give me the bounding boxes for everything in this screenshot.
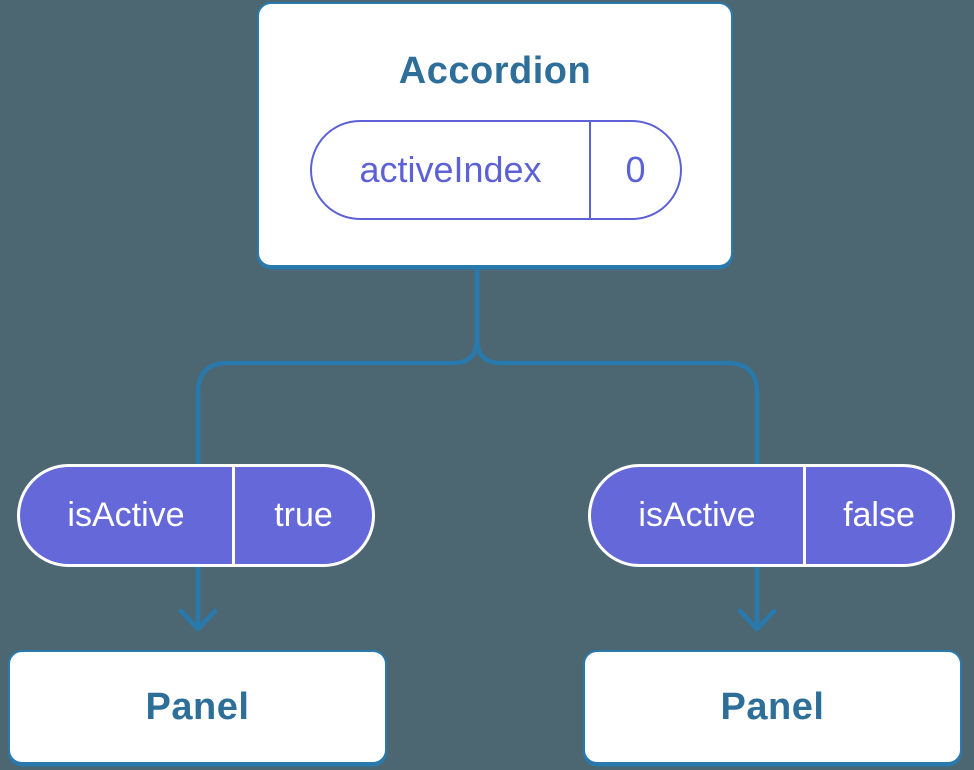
state-name: activeIndex [359, 149, 542, 190]
panel-node-left: Panel [8, 650, 387, 764]
panel-label: Panel [720, 685, 825, 728]
state-value: 0 [589, 122, 680, 218]
prop-value: true [232, 467, 372, 564]
prop-name: isActive [638, 496, 756, 534]
prop-name: isActive [67, 496, 185, 534]
accordion-node: Accordion activeIndex 0 [257, 2, 733, 267]
prop-value: false [803, 467, 952, 564]
panel-node-right: Panel [583, 650, 962, 764]
state-pill: activeIndex 0 [310, 120, 682, 220]
arrow-down-icon [178, 608, 218, 632]
prop-pill-left: isActive true [17, 464, 375, 567]
node-title: Accordion [398, 50, 592, 92]
panel-label: Panel [145, 685, 250, 728]
prop-pill-right: isActive false [588, 464, 955, 567]
arrow-down-icon [737, 608, 777, 632]
